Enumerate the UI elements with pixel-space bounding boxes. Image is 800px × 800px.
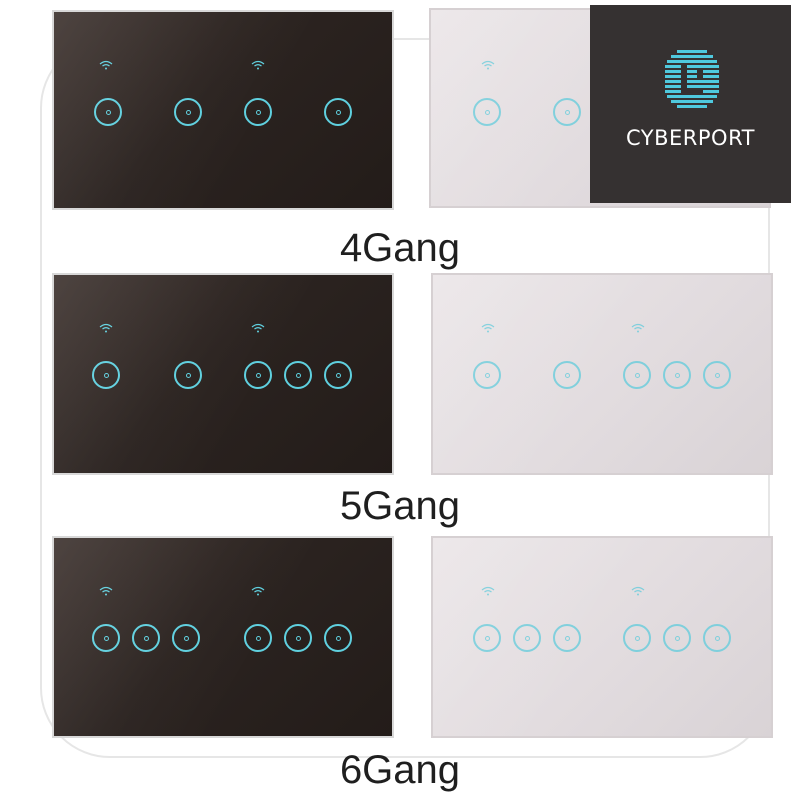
brand-logo-icon <box>665 50 719 108</box>
wifi-icon <box>481 586 495 596</box>
wifi-icon <box>99 323 113 333</box>
touch-button <box>284 361 312 389</box>
switch-panel-white-5gang <box>431 273 773 475</box>
touch-button <box>623 361 651 389</box>
touch-button <box>553 98 581 126</box>
touch-button <box>284 624 312 652</box>
touch-button <box>92 624 120 652</box>
touch-button <box>513 624 541 652</box>
touch-button <box>174 98 202 126</box>
switch-panel-black-6gang <box>52 536 394 738</box>
gang-label-5: 5Gang <box>339 484 461 528</box>
touch-button <box>172 624 200 652</box>
brand-logo-box <box>590 5 791 203</box>
wifi-icon <box>481 323 495 333</box>
touch-button <box>244 98 272 126</box>
touch-button <box>324 98 352 126</box>
touch-button <box>174 361 202 389</box>
wifi-icon <box>481 60 495 70</box>
touch-button <box>94 98 122 126</box>
wifi-icon <box>631 586 645 596</box>
touch-button <box>663 624 691 652</box>
wifi-icon <box>99 586 113 596</box>
touch-button <box>324 624 352 652</box>
touch-button <box>473 361 501 389</box>
switch-panel-white-6gang <box>431 536 773 738</box>
wifi-icon <box>631 323 645 333</box>
touch-button <box>553 361 581 389</box>
touch-button <box>324 361 352 389</box>
touch-button <box>663 361 691 389</box>
wifi-icon <box>251 586 265 596</box>
touch-button <box>244 361 272 389</box>
touch-button <box>703 361 731 389</box>
wifi-icon <box>251 323 265 333</box>
touch-button <box>132 624 160 652</box>
switch-panel-black-4gang <box>52 10 394 210</box>
touch-button <box>473 624 501 652</box>
touch-button <box>473 98 501 126</box>
touch-button <box>703 624 731 652</box>
gang-label-4: 4Gang <box>339 226 461 270</box>
touch-button <box>623 624 651 652</box>
gang-label-6: 6Gang <box>339 748 461 792</box>
touch-button <box>244 624 272 652</box>
wifi-icon <box>99 60 113 70</box>
brand-logo-text: Cyberport <box>626 126 755 150</box>
touch-button <box>553 624 581 652</box>
switch-panel-black-5gang <box>52 273 394 475</box>
wifi-icon <box>251 60 265 70</box>
touch-button <box>92 361 120 389</box>
